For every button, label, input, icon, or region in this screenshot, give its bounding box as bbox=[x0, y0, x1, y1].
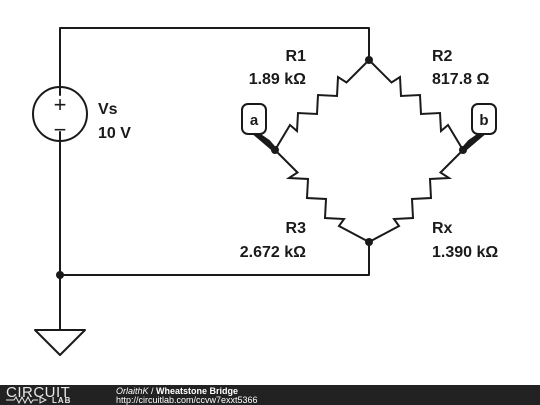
r3-name: R3 bbox=[286, 220, 307, 237]
schematic-drawing: + − a b Vs 10 V R1 1.89 kΩ R2 817.8 bbox=[32, 27, 498, 356]
r3-value: 2.672 kΩ bbox=[240, 244, 306, 261]
node-top bbox=[365, 56, 373, 64]
voltage-source-plus: + bbox=[54, 92, 67, 117]
footer-bar: CIRCUIT LAB OrlaithK / Wheatstone Bridge… bbox=[0, 384, 540, 405]
probe-a[interactable]: a bbox=[241, 103, 277, 152]
node-ground bbox=[56, 271, 64, 279]
voltage-source[interactable] bbox=[32, 86, 88, 142]
resistor-r2[interactable] bbox=[368, 59, 464, 151]
r2-name: R2 bbox=[432, 48, 453, 65]
resistor-r1[interactable] bbox=[274, 59, 370, 151]
r2-value: 817.8 Ω bbox=[432, 71, 489, 88]
top-wire bbox=[59, 27, 370, 96]
resistor-rx[interactable] bbox=[368, 149, 464, 243]
rx-value: 1.390 kΩ bbox=[432, 244, 498, 261]
author-link[interactable]: OrlaithK bbox=[116, 386, 149, 396]
circuitlab-logo[interactable]: CIRCUIT LAB bbox=[6, 384, 100, 405]
voltage-source-minus: − bbox=[54, 117, 67, 142]
circuit-title[interactable]: Wheatstone Bridge bbox=[156, 386, 239, 396]
node-bottom bbox=[365, 238, 373, 246]
circuit-url[interactable]: http://circuitlab.com/ccvw7exxt5366 bbox=[116, 395, 258, 405]
logo-resistor-icon bbox=[6, 396, 48, 404]
source-name: Vs bbox=[98, 101, 118, 118]
resistor-r3[interactable] bbox=[274, 149, 370, 243]
credit-line: OrlaithK / Wheatstone Bridge bbox=[116, 386, 238, 396]
logo-text-lab: LAB bbox=[52, 396, 72, 405]
ground-symbol bbox=[34, 329, 86, 356]
bottom-wire bbox=[59, 131, 370, 276]
r1-name: R1 bbox=[286, 48, 307, 65]
probe-a-label: a bbox=[250, 112, 259, 129]
probe-b-label: b bbox=[479, 112, 488, 129]
r1-value: 1.89 kΩ bbox=[249, 71, 306, 88]
source-value: 10 V bbox=[98, 125, 131, 142]
rx-name: Rx bbox=[432, 220, 453, 237]
probe-b[interactable]: b bbox=[461, 103, 497, 152]
credit-separator: / bbox=[148, 386, 157, 396]
